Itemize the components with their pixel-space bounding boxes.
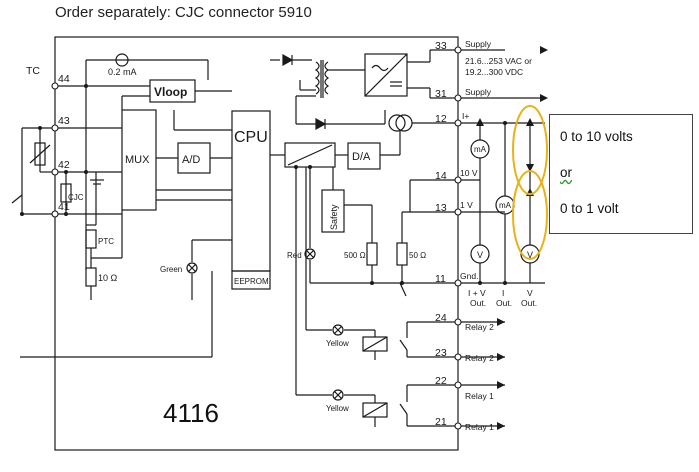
highlight-1v-ellipse bbox=[512, 170, 548, 260]
ptc-resistor bbox=[85, 229, 97, 249]
terminal-13[interactable] bbox=[454, 208, 462, 216]
terminal-23-label: Relay 2 bbox=[465, 353, 494, 363]
device-model-number: 4116 bbox=[163, 398, 219, 428]
terminal-33[interactable] bbox=[454, 46, 462, 54]
terminal-42-number: 42 bbox=[58, 159, 70, 171]
resistor-50 bbox=[396, 242, 408, 266]
diode-bottom-icon bbox=[315, 117, 327, 131]
yellow-led-2-icon bbox=[332, 389, 344, 401]
terminal-43-number: 43 bbox=[58, 115, 70, 127]
terminal-44[interactable] bbox=[51, 82, 59, 90]
v-meter-2-label: V bbox=[527, 250, 533, 260]
cpu-label: CPU bbox=[234, 129, 268, 146]
output-i-top: I bbox=[502, 288, 504, 298]
yellow-led-1-label: Yellow bbox=[326, 339, 349, 348]
terminal-41[interactable] bbox=[51, 210, 59, 218]
device-outline bbox=[54, 36, 459, 451]
output-iv-top: I + V bbox=[468, 288, 486, 298]
green-led-icon bbox=[186, 262, 198, 274]
output-v-bottom: Out. bbox=[521, 298, 537, 308]
terminal-33-label: Supply bbox=[465, 39, 492, 49]
resistor-500 bbox=[366, 242, 378, 266]
cjc-label: CJC bbox=[68, 193, 84, 202]
terminal-14[interactable] bbox=[454, 176, 462, 184]
green-led-label: Green bbox=[160, 265, 182, 274]
resistor-50-label: 50 Ω bbox=[409, 251, 426, 260]
v-meter-1-label: V bbox=[477, 250, 483, 260]
terminal-24-number: 24 bbox=[435, 312, 447, 324]
output-v-top: V bbox=[527, 288, 533, 298]
mux-label: MUX bbox=[125, 154, 150, 166]
terminal-42[interactable] bbox=[51, 168, 59, 176]
supply-range-1: 21.6...253 VAC or bbox=[465, 56, 532, 66]
red-led-label: Red bbox=[287, 251, 302, 260]
safety-label: Safety bbox=[329, 204, 339, 230]
terminal-12-number: 12 bbox=[435, 113, 447, 125]
terminal-12[interactable] bbox=[454, 119, 462, 127]
supply-range-2: 19.2...300 VDC bbox=[465, 67, 523, 77]
terminal-44-number: 44 bbox=[58, 73, 70, 85]
terminal-23[interactable] bbox=[454, 353, 462, 361]
terminal-33-number: 33 bbox=[435, 40, 447, 52]
terminal-21-label: Relay 1 bbox=[465, 422, 494, 432]
ptc-label: PTC bbox=[98, 237, 114, 246]
yellow-led-1-icon bbox=[332, 324, 344, 336]
external-sensor-resistor bbox=[34, 142, 46, 166]
eeprom-label: EEPROM bbox=[234, 277, 269, 286]
output-i-bottom: Out. bbox=[496, 298, 512, 308]
page-header: Order separately: CJC connector 5910 bbox=[55, 4, 312, 21]
ad-label: A/D bbox=[182, 154, 200, 166]
cjc-resistor bbox=[60, 183, 72, 203]
terminal-22[interactable] bbox=[454, 381, 462, 389]
terminal-13-label: 1 V bbox=[460, 200, 473, 210]
terminal-14-label: 10 V bbox=[460, 168, 478, 178]
transformer-left-coil bbox=[314, 61, 320, 95]
mux-block bbox=[121, 109, 157, 211]
ten-ohm-resistor bbox=[85, 267, 97, 287]
highlight-10v-ellipse bbox=[512, 105, 548, 195]
terminal-12-label: I+ bbox=[462, 111, 469, 121]
terminal-31-label: Supply bbox=[465, 87, 492, 97]
terminal-14-number: 14 bbox=[435, 170, 447, 182]
output-range-callout: 0 to 10 volts or 0 to 1 volt bbox=[549, 114, 693, 234]
terminal-21-number: 21 bbox=[435, 416, 447, 428]
ten-ohm-label: 10 Ω bbox=[98, 273, 118, 283]
terminal-11-number: 11 bbox=[435, 273, 446, 285]
callout-line-10v: 0 to 10 volts bbox=[560, 129, 633, 144]
terminal-41-number: 41 bbox=[58, 201, 70, 213]
output-iv-bottom: Out. bbox=[470, 298, 486, 308]
terminal-24[interactable] bbox=[454, 318, 462, 326]
eeprom-block bbox=[231, 270, 271, 290]
callout-line-1v: 0 to 1 volt bbox=[560, 201, 619, 216]
yellow-led-2-label: Yellow bbox=[326, 404, 349, 413]
da-block bbox=[347, 142, 381, 170]
da-label: D/A bbox=[352, 151, 371, 163]
ma-meter-2-label: mA bbox=[499, 201, 512, 210]
callout-line-or: or bbox=[560, 165, 573, 180]
ma-meter-1-label: mA bbox=[474, 145, 487, 154]
vloop-label: Vloop bbox=[154, 85, 187, 99]
diode-top-icon bbox=[282, 53, 294, 67]
tc-label: TC bbox=[26, 65, 40, 77]
terminal-22-number: 22 bbox=[435, 375, 447, 387]
terminal-43[interactable] bbox=[51, 124, 59, 132]
resistor-500-label: 500 Ω bbox=[344, 251, 366, 260]
output-current-source-icon bbox=[388, 114, 406, 132]
power-converter-block bbox=[364, 53, 408, 97]
terminal-11-label: Gnd. bbox=[460, 271, 478, 281]
terminal-11[interactable] bbox=[454, 279, 462, 287]
terminal-24-label: Relay 2 bbox=[465, 322, 494, 332]
terminal-13-number: 13 bbox=[435, 202, 447, 214]
terminal-23-number: 23 bbox=[435, 347, 447, 359]
transformer-right-coil bbox=[324, 61, 330, 95]
red-led-icon bbox=[304, 248, 316, 260]
terminal-21[interactable] bbox=[454, 422, 462, 430]
terminal-31[interactable] bbox=[454, 94, 462, 102]
terminal-22-label: Relay 1 bbox=[465, 391, 494, 401]
terminal-31-number: 31 bbox=[435, 88, 447, 100]
current-source-label: 0.2 mA bbox=[108, 67, 137, 77]
